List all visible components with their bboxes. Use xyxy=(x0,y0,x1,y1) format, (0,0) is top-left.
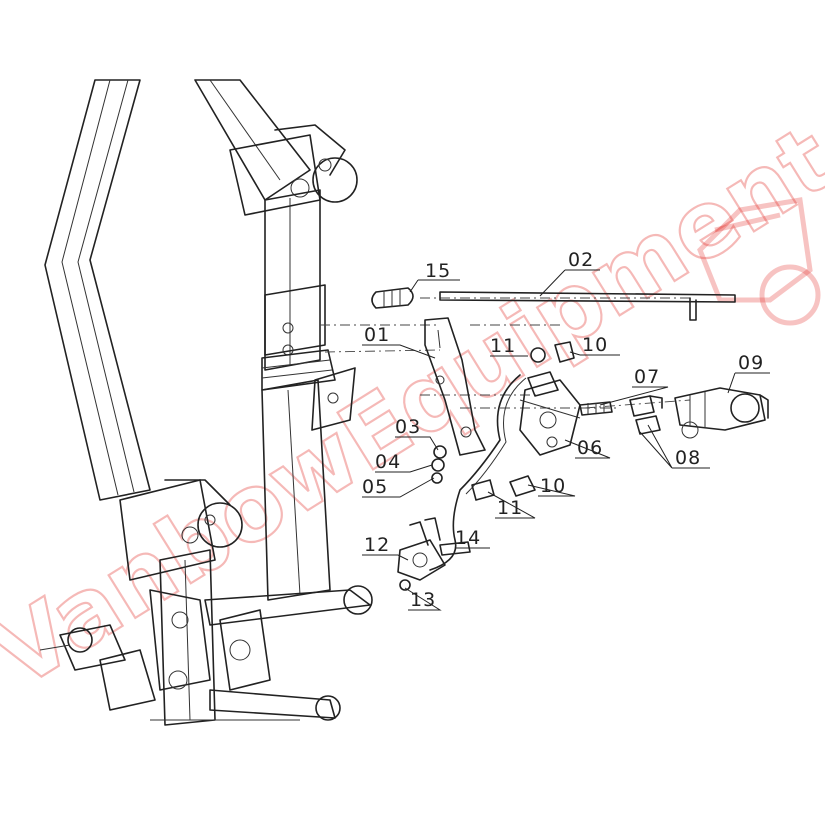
callout-13: 13 xyxy=(410,589,436,611)
hydraulic-hose xyxy=(429,374,527,571)
part-08-fittings xyxy=(629,395,663,435)
leader-lines xyxy=(362,269,770,611)
part-10-11-upper-fittings xyxy=(530,341,575,363)
part-07-bolt xyxy=(579,401,613,416)
callout-14: 14 xyxy=(455,527,481,549)
tractor-logo-icon xyxy=(697,197,821,326)
callout-10-lower: 10 xyxy=(540,475,566,497)
part-15-knob xyxy=(371,287,414,309)
centerlines xyxy=(320,297,691,409)
callout-03: 03 xyxy=(395,416,421,438)
rops-frame xyxy=(39,79,373,726)
part-12-14-lower-valve xyxy=(397,517,471,591)
callout-06: 06 xyxy=(577,437,603,459)
callout-01: 01 xyxy=(364,324,390,346)
callout-05: 05 xyxy=(362,476,388,498)
callout-15: 15 xyxy=(425,260,451,282)
callout-09: 09 xyxy=(738,352,764,374)
callout-12: 12 xyxy=(364,534,390,556)
callout-10-upper: 10 xyxy=(582,334,608,356)
watermark-text: VanbowEquipment xyxy=(0,105,825,708)
callout-07: 07 xyxy=(634,366,660,388)
callout-04: 04 xyxy=(375,451,401,473)
part-06-valve xyxy=(519,371,581,456)
watermark: VanbowEquipment xyxy=(0,104,825,709)
part-01-bracket xyxy=(424,317,486,456)
callout-11-lower: 11 xyxy=(497,497,523,519)
callout-11-upper: 11 xyxy=(490,335,516,357)
part-09-cylinder xyxy=(674,387,769,439)
callouts: 15 02 01 11 10 07 09 03 04 05 06 08 10 1… xyxy=(362,249,764,611)
callout-08: 08 xyxy=(675,447,701,469)
callout-02: 02 xyxy=(568,249,594,271)
part-02-rod xyxy=(439,291,736,321)
